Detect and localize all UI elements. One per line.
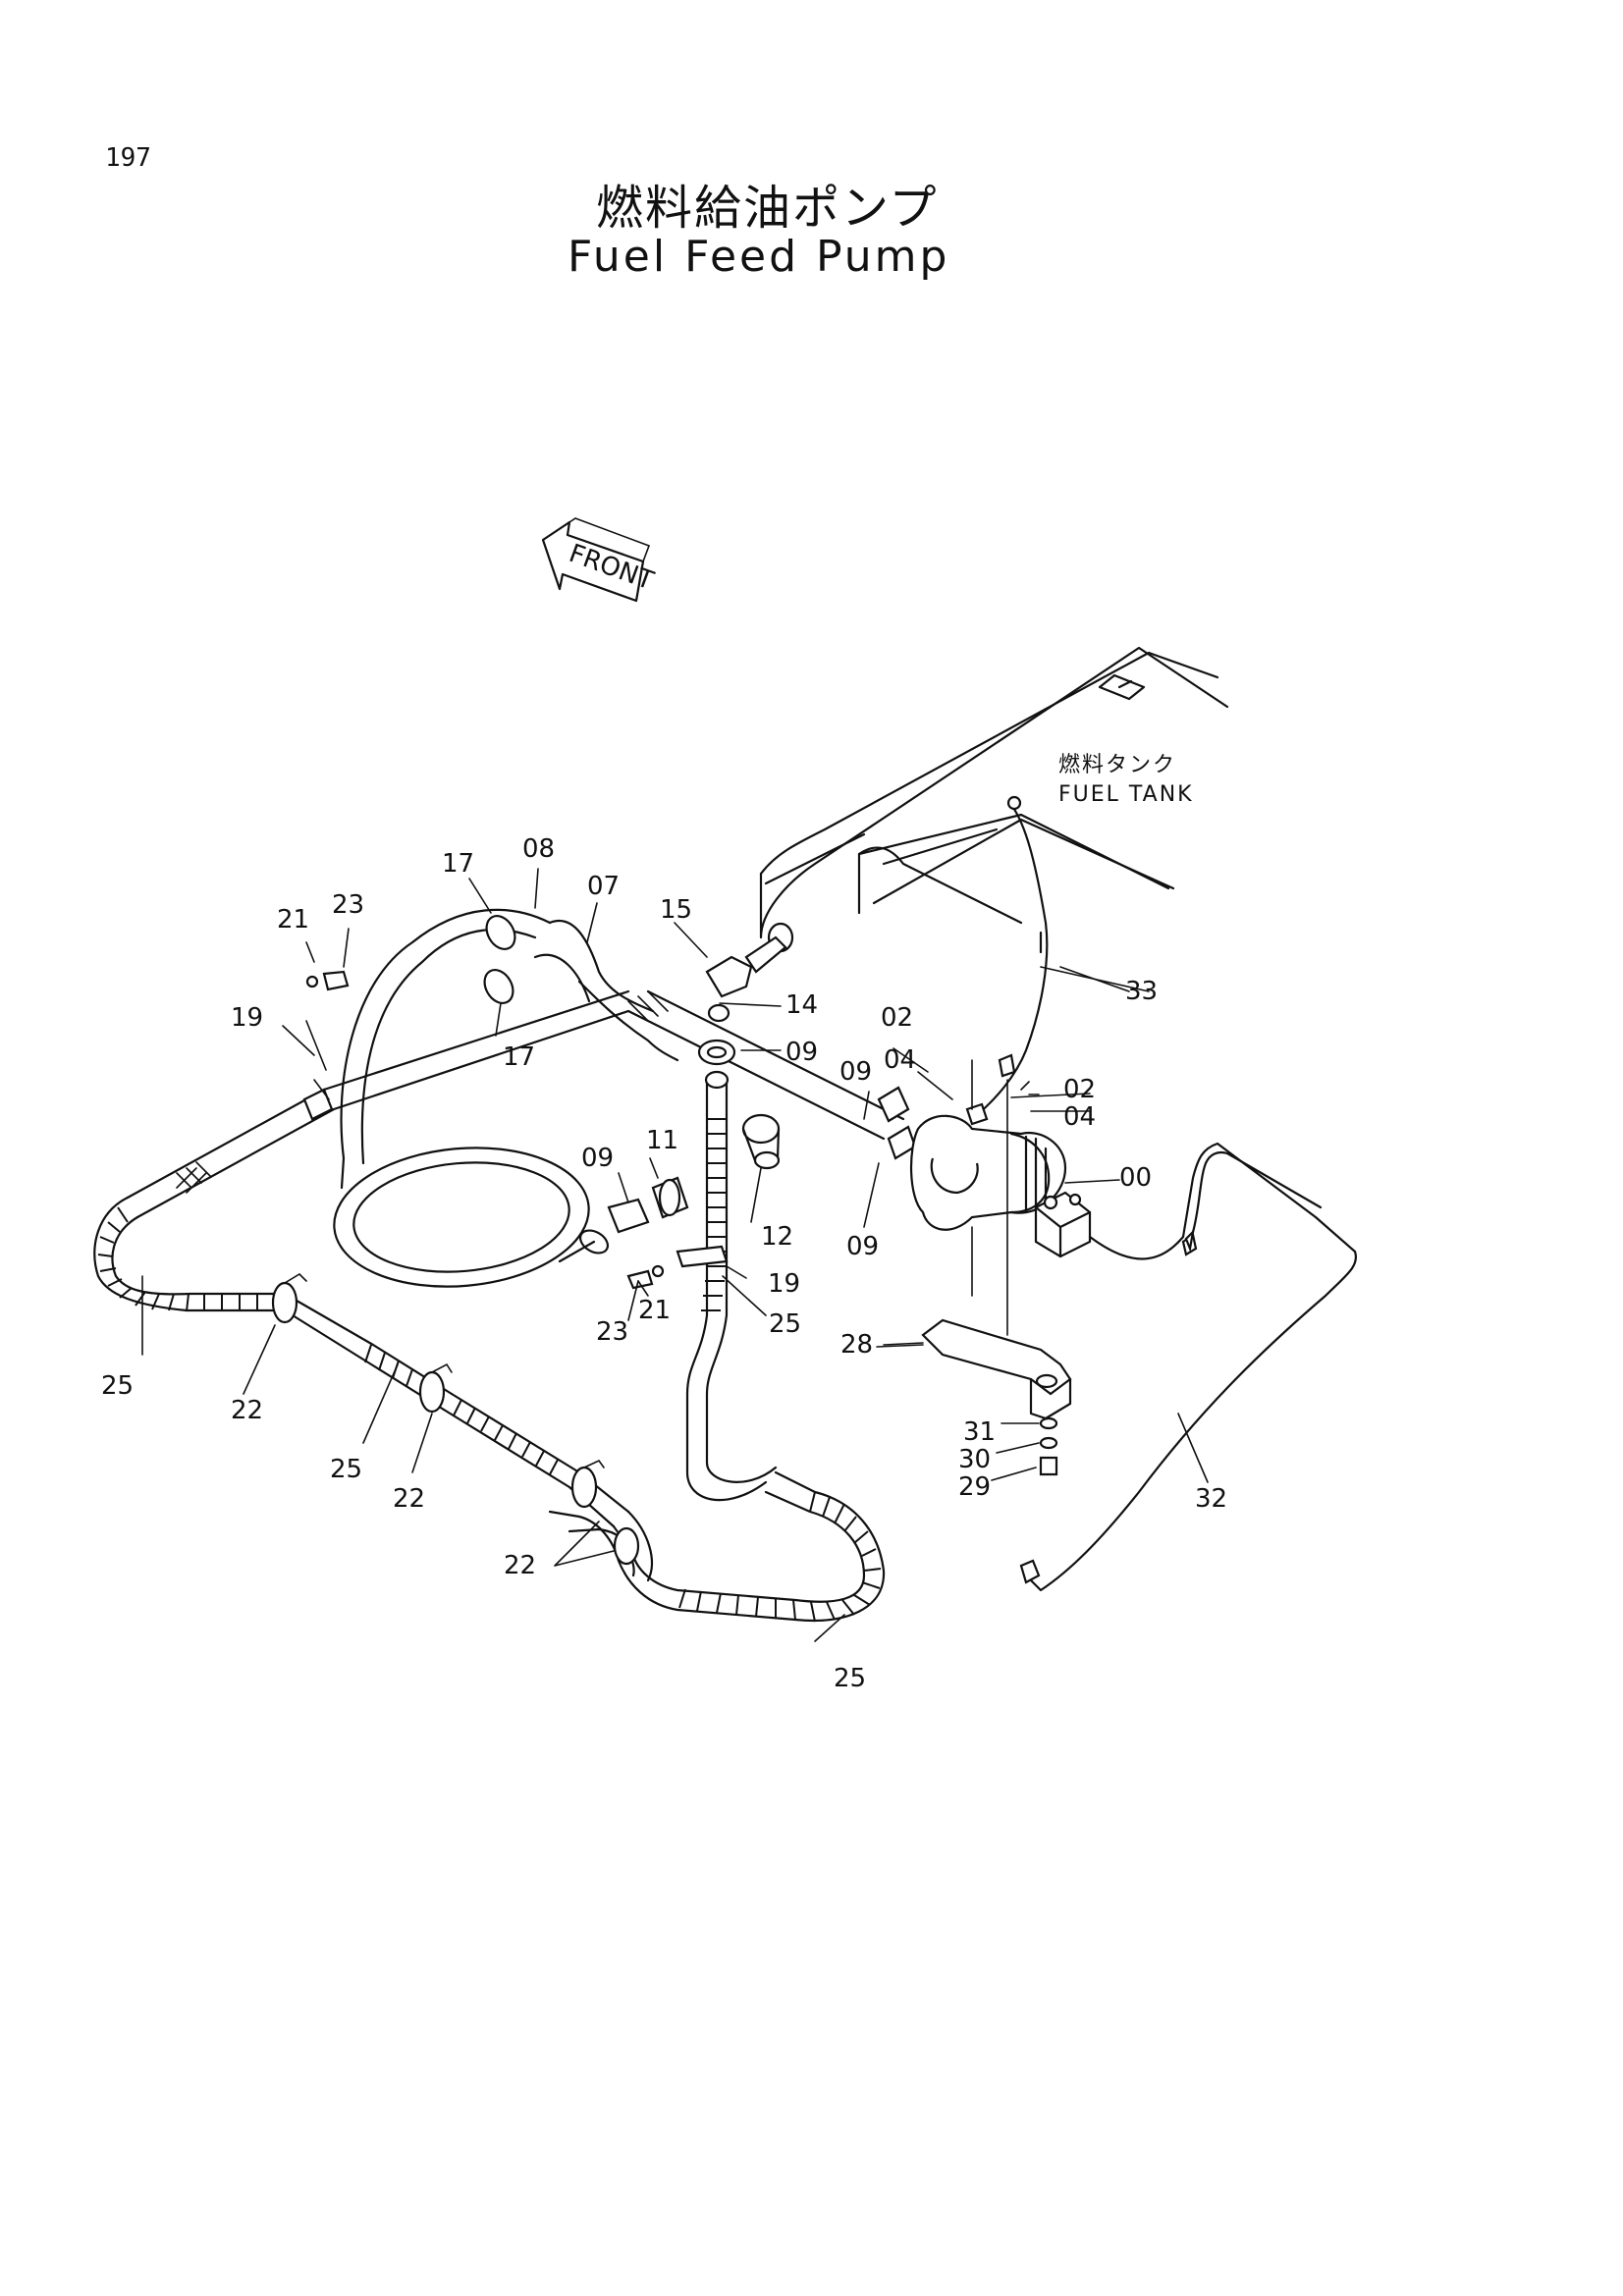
callout-25-left: 25 bbox=[101, 1371, 134, 1401]
fuel-tank-label-ja: 燃料タンク bbox=[1058, 753, 1176, 777]
leader-lines bbox=[141, 868, 1209, 1642]
callout-22-left: 22 bbox=[231, 1396, 263, 1425]
front-arrow: FRONT bbox=[541, 517, 658, 603]
callout-17-bottom: 17 bbox=[503, 1042, 535, 1072]
callout-04-upper: 04 bbox=[884, 1045, 916, 1075]
hose-clamps-22 bbox=[271, 1272, 640, 1566]
callout-28: 28 bbox=[840, 1330, 873, 1360]
callout-07: 07 bbox=[587, 872, 620, 901]
diagram-title-ja: 燃料給油ポンプ bbox=[596, 181, 939, 236]
callout-14: 14 bbox=[785, 990, 818, 1020]
fuel-tank-label-en: FUEL TANK bbox=[1058, 782, 1194, 807]
fuel-pump-00 bbox=[877, 1053, 1092, 1336]
callout-00: 00 bbox=[1119, 1163, 1152, 1193]
callout-29: 29 bbox=[958, 1472, 991, 1502]
callout-30: 30 bbox=[958, 1445, 991, 1474]
callout-25-bottom: 25 bbox=[834, 1664, 866, 1693]
callout-09-right: 09 bbox=[839, 1057, 872, 1087]
callout-25-middle: 25 bbox=[330, 1455, 362, 1484]
elbow-fitting-assembly bbox=[697, 935, 787, 1066]
callout-09-top: 09 bbox=[785, 1038, 818, 1067]
callout-02-upper: 02 bbox=[881, 1003, 913, 1033]
callout-04-right: 04 bbox=[1063, 1102, 1096, 1132]
lower-corrugated-hose bbox=[548, 1470, 886, 1623]
callout-22-arrows: 22 bbox=[504, 1551, 536, 1580]
callout-09-lower: 09 bbox=[846, 1232, 879, 1261]
callout-11: 11 bbox=[646, 1126, 678, 1155]
callout-32: 32 bbox=[1195, 1484, 1227, 1514]
callout-15: 15 bbox=[660, 895, 692, 925]
return-hose-loop bbox=[333, 908, 679, 1288]
bracket-hardware bbox=[1039, 1416, 1058, 1476]
callout-09-left: 09 bbox=[581, 1144, 614, 1173]
callout-23-top: 23 bbox=[332, 890, 364, 920]
front-arrow-label: FRONT bbox=[566, 539, 658, 597]
callout-02-right: 02 bbox=[1063, 1075, 1096, 1104]
callout-31: 31 bbox=[963, 1417, 996, 1447]
callout-22-middle: 22 bbox=[393, 1484, 425, 1514]
callout-23-center: 23 bbox=[596, 1317, 628, 1347]
pump-bracket-28 bbox=[883, 1318, 1072, 1420]
diagram-title-en: Fuel Feed Pump bbox=[568, 232, 950, 282]
callout-08: 08 bbox=[522, 834, 555, 864]
callout-33: 33 bbox=[1125, 977, 1158, 1006]
page-number: 197 bbox=[105, 143, 151, 173]
center-suction-hose bbox=[685, 1070, 778, 1502]
callout-21-center: 21 bbox=[638, 1296, 671, 1325]
fuel-tank: 燃料タンク FUEL TANK bbox=[759, 646, 1229, 954]
callout-17-top: 17 bbox=[442, 849, 474, 879]
callout-21-top: 21 bbox=[277, 905, 309, 934]
clamp-19-center bbox=[626, 1245, 729, 1290]
callout-25-center: 25 bbox=[769, 1309, 801, 1339]
clamp-19-left bbox=[302, 970, 350, 1121]
tank-sender-wire bbox=[767, 795, 1130, 1121]
callout-12: 12 bbox=[761, 1222, 793, 1252]
callout-labels: 00 02 02 04 04 07 08 09 09 09 09 11 12 1… bbox=[101, 834, 1227, 1693]
callout-19-left: 19 bbox=[231, 1003, 263, 1033]
wire-harness-32 bbox=[1019, 1142, 1358, 1592]
callout-19-center: 19 bbox=[768, 1269, 800, 1299]
